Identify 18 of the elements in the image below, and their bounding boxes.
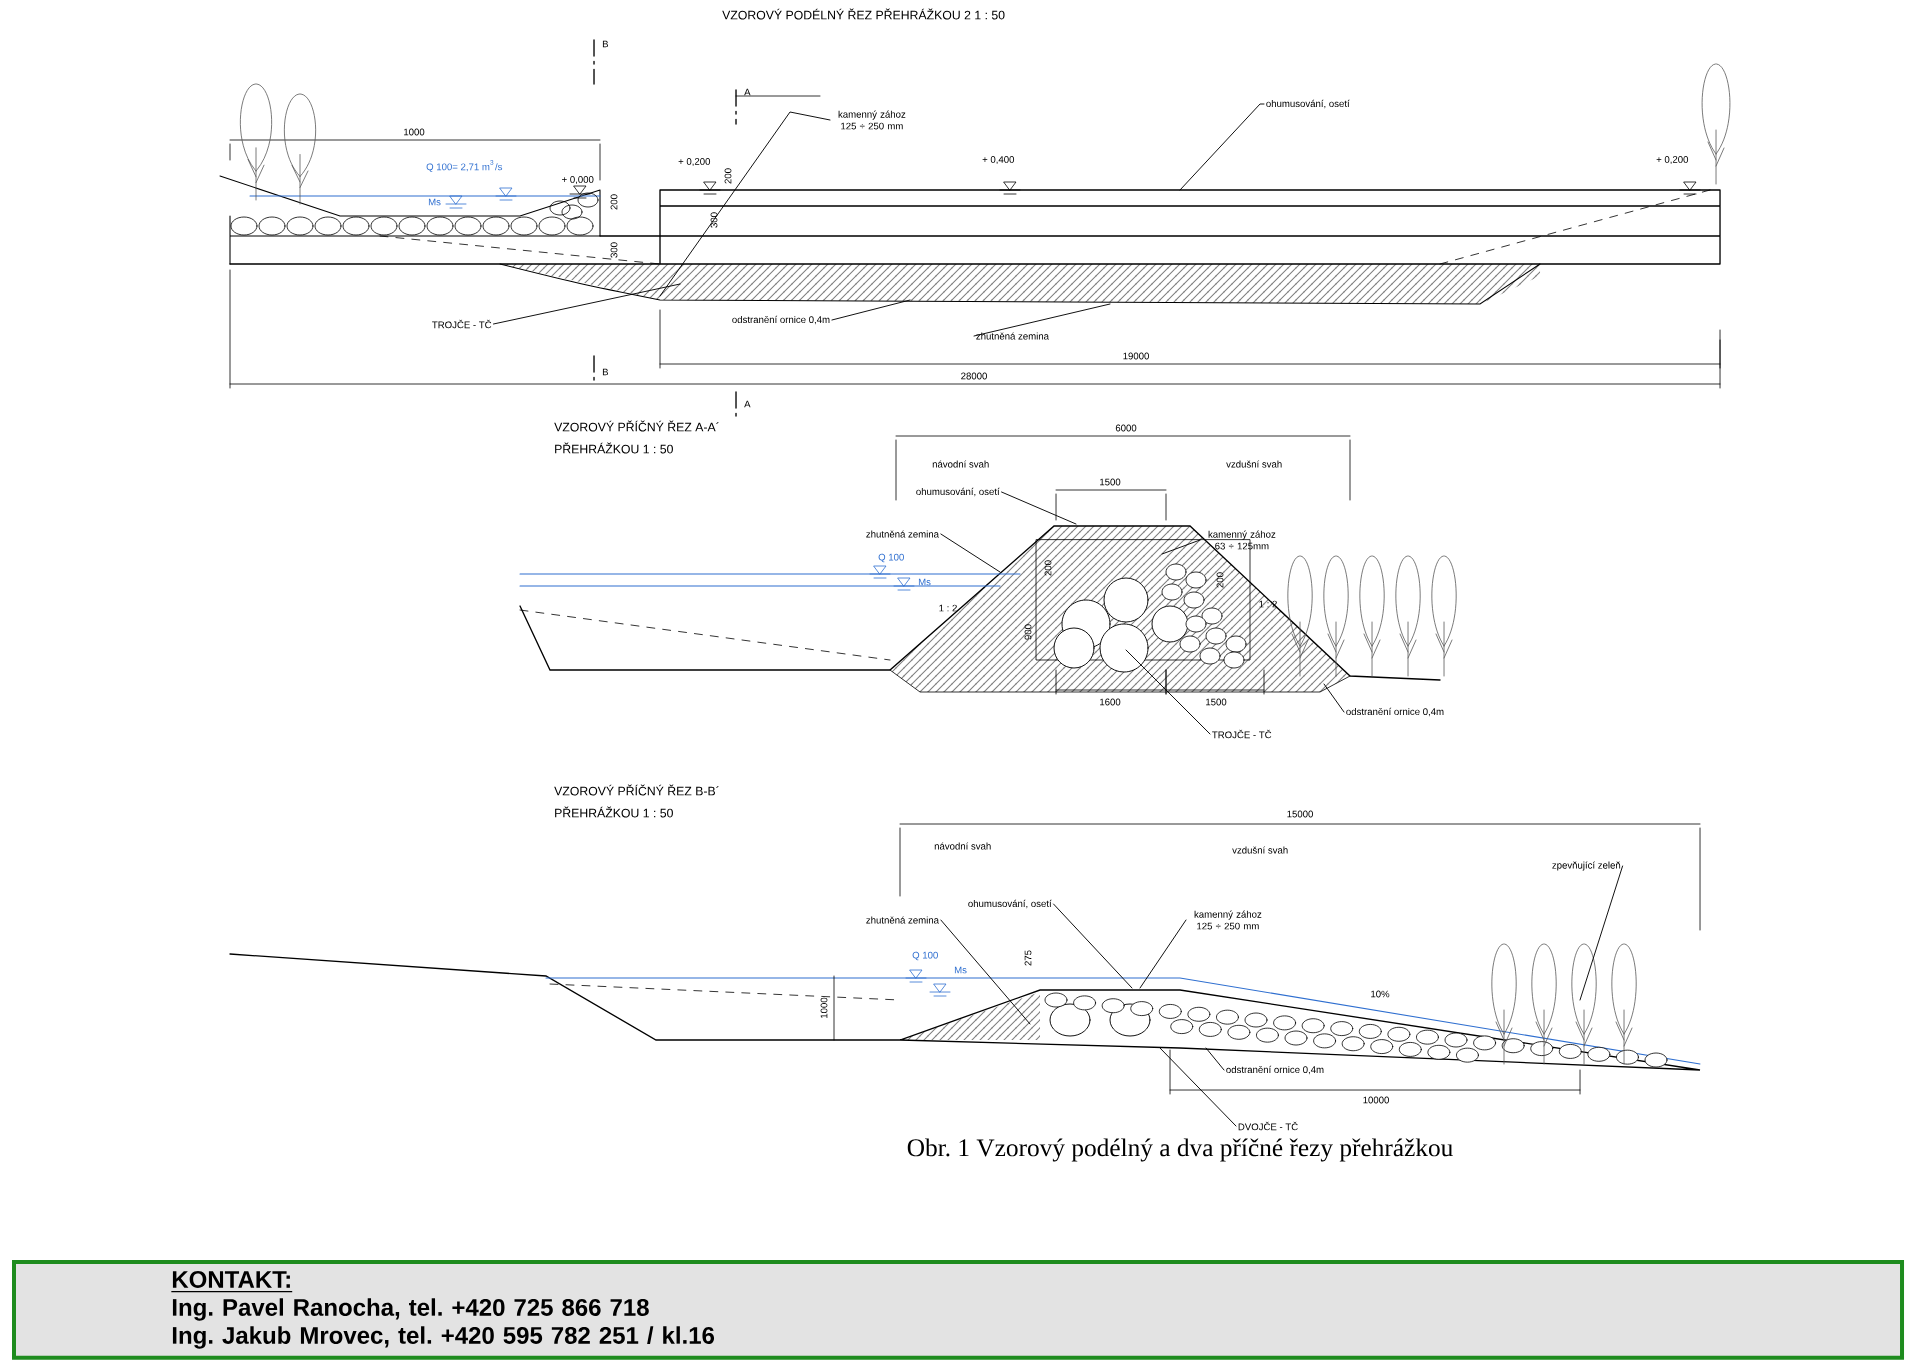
leader-line	[1205, 1047, 1225, 1071]
leader-line	[659, 111, 831, 297]
leader-line	[1579, 865, 1624, 1001]
leader-line	[493, 283, 681, 325]
leader-line	[1001, 491, 1077, 525]
leader-line	[940, 919, 1031, 1025]
leader-line	[1139, 919, 1187, 989]
leader-line	[1323, 683, 1345, 713]
leader-line	[1159, 1047, 1237, 1127]
leader-line	[940, 533, 1001, 573]
leader-line	[1161, 539, 1201, 555]
figure-caption: Obr. 1 Vzorový podélný a dva příčné řezy přehrážkou	[907, 1138, 1453, 1162]
leader-line	[1053, 903, 1133, 989]
leader-line	[1179, 103, 1265, 191]
leader-line	[831, 299, 911, 321]
contact-box: KONTAKT: Ing. Pavel Ranocha, tel. +420 725 866 718 Ing. Jakub Mrovec, tel. +420 595 782 251 / kl.16	[12, 1260, 1904, 1360]
leader-line	[1125, 649, 1211, 735]
leader-line	[973, 303, 1111, 337]
